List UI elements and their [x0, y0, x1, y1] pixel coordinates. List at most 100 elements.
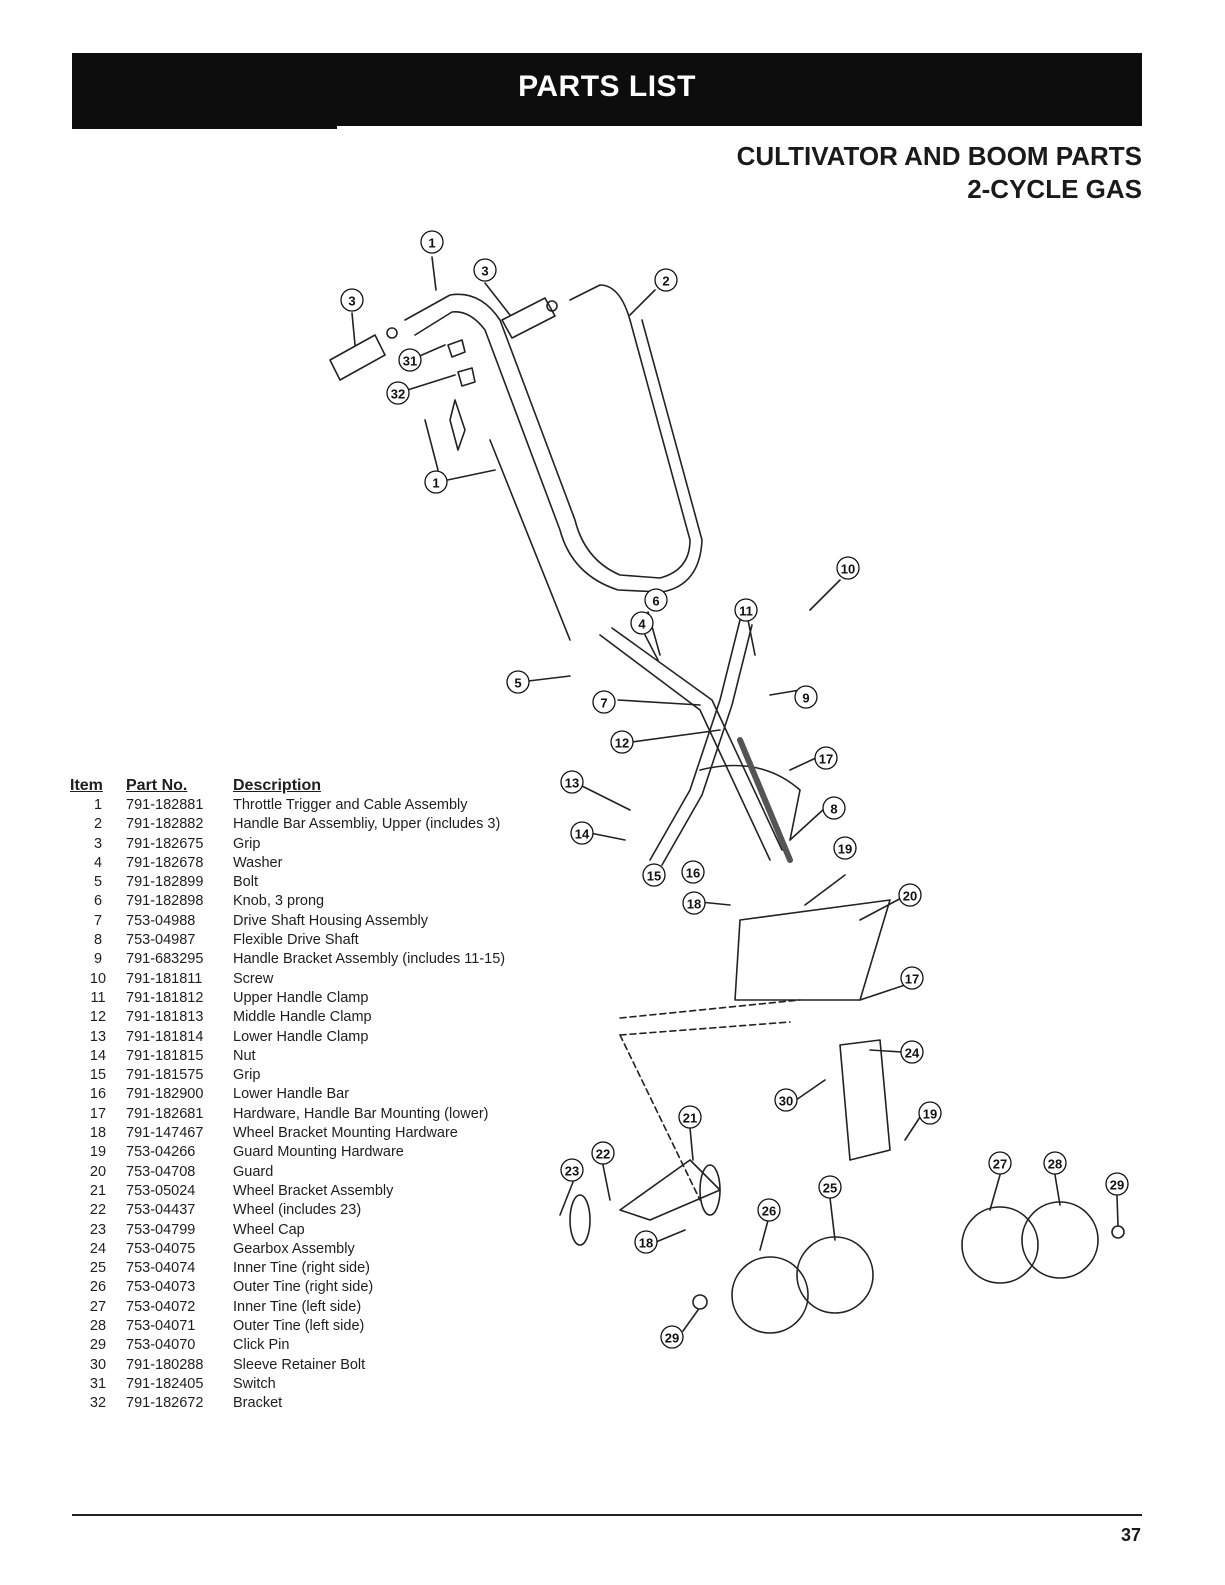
part-description: Outer Tine (left side)	[233, 1318, 365, 1335]
item-number: 22	[89, 1202, 107, 1219]
part-description: Outer Tine (right side)	[233, 1279, 374, 1296]
lower-handle-crossbar	[699, 764, 801, 841]
part-number: 791-147467	[126, 1125, 204, 1142]
callout-label: 17	[905, 972, 919, 987]
part-number: 791-181575	[126, 1067, 204, 1084]
assembly-line-2	[619, 1021, 791, 1036]
lower-handle-bar	[649, 619, 741, 861]
callout-17	[814, 746, 838, 770]
callout-10	[836, 556, 860, 580]
part-number: 791-181813	[126, 1009, 204, 1026]
callout-30	[774, 1088, 798, 1112]
callout-label: 23	[565, 1164, 579, 1179]
throttle-cable	[489, 439, 571, 641]
callout-label: 31	[403, 354, 417, 369]
callout-label: 11	[739, 604, 753, 619]
callout-label: 24	[905, 1046, 920, 1061]
part-number: 791-181814	[126, 1028, 204, 1045]
part-description: Sleeve Retainer Bolt	[233, 1356, 366, 1373]
callout-19	[918, 1101, 942, 1125]
banner-title: PARTS LIST	[518, 70, 696, 103]
callout-label: 21	[683, 1111, 697, 1126]
part-description: Knob, 3 prong	[233, 893, 325, 910]
wheel-right	[699, 1164, 721, 1216]
grip-left	[329, 334, 386, 381]
upper-handle-bar-outline	[404, 284, 691, 579]
part-description: Screw	[233, 970, 274, 987]
part-number: 753-04437	[126, 1202, 196, 1219]
callout-label: 20	[903, 889, 917, 904]
footer-rule	[72, 1514, 1142, 1516]
callout-3	[473, 258, 497, 282]
diagram-callouts	[340, 230, 1129, 1349]
page-number: 37	[1120, 1525, 1141, 1545]
callout-label: 1	[428, 236, 435, 251]
section-title-line2: 2-CYCLE GAS	[967, 174, 1142, 204]
item-number: 27	[89, 1298, 107, 1315]
part-description: Grip	[233, 1067, 261, 1084]
item-number: 31	[89, 1375, 107, 1392]
item-number: 18	[89, 1125, 107, 1142]
part-number: 753-04071	[126, 1318, 196, 1335]
part-description: Gearbox Assembly	[233, 1240, 355, 1257]
tine-left-outer	[1021, 1201, 1099, 1279]
part-description: Throttle Trigger and Cable Assembly	[233, 797, 468, 813]
part-number: 753-04988	[126, 912, 196, 929]
callout-label: 29	[665, 1331, 679, 1346]
banner-underline	[72, 126, 337, 129]
part-number: 753-05024	[126, 1182, 196, 1199]
item-number: 13	[89, 1028, 107, 1045]
callout-label: 1	[432, 476, 439, 491]
part-number: 753-04987	[126, 932, 196, 949]
item-number: 30	[89, 1356, 107, 1373]
part-description: Nut	[233, 1047, 256, 1064]
part-number: 791-182678	[126, 854, 204, 871]
part-number: 753-04266	[126, 1144, 196, 1161]
part-number: 791-182881	[126, 797, 204, 813]
callout-3	[340, 288, 364, 312]
assembly-line-3	[619, 1034, 701, 1201]
callout-18	[682, 891, 706, 915]
item-number: 16	[89, 1086, 107, 1103]
diagram-callout-labels: 1 3 3 2 31 32 1 10 6 4 11 5 9 7 12 17 13…	[348, 236, 1124, 1346]
callout-label: 15	[647, 869, 661, 884]
callout-7	[592, 690, 616, 714]
grip-right	[501, 297, 556, 339]
callout-label: 9	[802, 691, 809, 706]
part-number: 791-181815	[126, 1047, 204, 1064]
callout-label: 6	[652, 594, 659, 609]
callout-1	[424, 470, 448, 494]
part-description: Bolt	[233, 874, 258, 891]
item-number: 25	[89, 1260, 107, 1277]
callout-label: 27	[993, 1157, 1007, 1172]
part-description: Wheel Cap	[233, 1221, 305, 1238]
item-number: 10	[89, 970, 107, 987]
item-number: 6	[93, 893, 103, 910]
callout-label: 25	[823, 1181, 837, 1196]
item-number: 4	[93, 854, 103, 871]
click-pin-right	[1111, 1225, 1125, 1239]
callout-5	[506, 670, 530, 694]
callout-8	[822, 796, 846, 820]
part-number: 791-182900	[126, 1086, 204, 1103]
part-description: Washer	[233, 854, 283, 871]
item-number: 2	[93, 816, 103, 833]
part-number: 791-181811	[126, 970, 203, 987]
callout-14	[570, 821, 594, 845]
callout-24	[900, 1040, 924, 1064]
